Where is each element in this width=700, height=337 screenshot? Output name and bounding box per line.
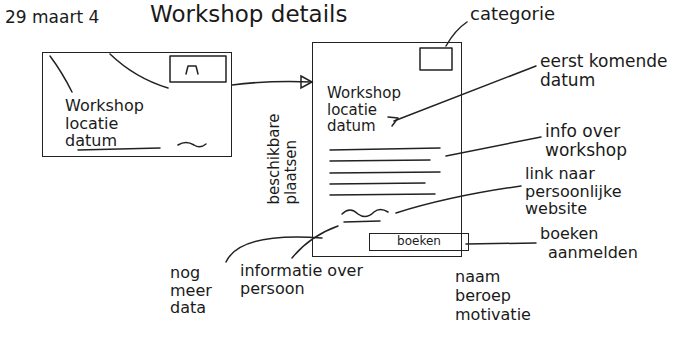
vertical-annotation: beschikbare plaatsen bbox=[266, 95, 299, 205]
booking-button: boeken bbox=[369, 233, 469, 251]
info-line bbox=[330, 183, 425, 184]
node-text: Workshop locatie datum bbox=[327, 85, 401, 135]
annotation: categorie bbox=[470, 4, 555, 24]
sketch-title: Workshop details bbox=[150, 2, 347, 27]
annotation: info over workshop bbox=[545, 122, 655, 159]
info-line bbox=[330, 148, 440, 150]
category-box bbox=[170, 56, 226, 82]
annotation: naam bbox=[455, 268, 500, 286]
image-stroke bbox=[50, 56, 72, 92]
scribble bbox=[178, 143, 206, 147]
info-line bbox=[330, 172, 440, 173]
leader-line bbox=[466, 243, 536, 244]
leader-line bbox=[394, 66, 536, 121]
annotation: informatie over persoon bbox=[240, 262, 370, 297]
arrow-head bbox=[301, 76, 312, 88]
leader-head bbox=[388, 117, 398, 126]
annotation: eerst komende datum bbox=[540, 52, 675, 89]
category-box bbox=[420, 48, 452, 70]
leader-line bbox=[226, 237, 322, 262]
annotation: boeken bbox=[540, 225, 598, 243]
annotation: link naar persoonlijke website bbox=[525, 165, 655, 218]
leader-line bbox=[292, 226, 338, 258]
annotation: motivatie bbox=[455, 306, 531, 324]
annotation: 29 maart 4 bbox=[5, 8, 99, 27]
info-line bbox=[330, 160, 430, 161]
info-line bbox=[330, 194, 435, 195]
workshop-card: Workshop locatie datum bbox=[42, 52, 232, 157]
node-text: boeken bbox=[370, 235, 468, 248]
category-mark bbox=[186, 66, 198, 74]
arrow-line bbox=[232, 81, 312, 85]
link-scribble bbox=[342, 210, 388, 217]
annotation: beroep bbox=[455, 287, 511, 305]
annotation: aanmelden bbox=[548, 244, 638, 262]
detail-page: Workshop locatie datumboeken bbox=[312, 42, 462, 257]
node-text: Workshop locatie datum bbox=[65, 97, 144, 150]
annotation: nog meer data bbox=[170, 264, 228, 317]
link-scribble bbox=[344, 221, 380, 222]
leader-line bbox=[396, 186, 521, 213]
flow-arrow bbox=[232, 76, 312, 88]
leader-line bbox=[446, 137, 541, 156]
image-stroke bbox=[110, 54, 168, 88]
